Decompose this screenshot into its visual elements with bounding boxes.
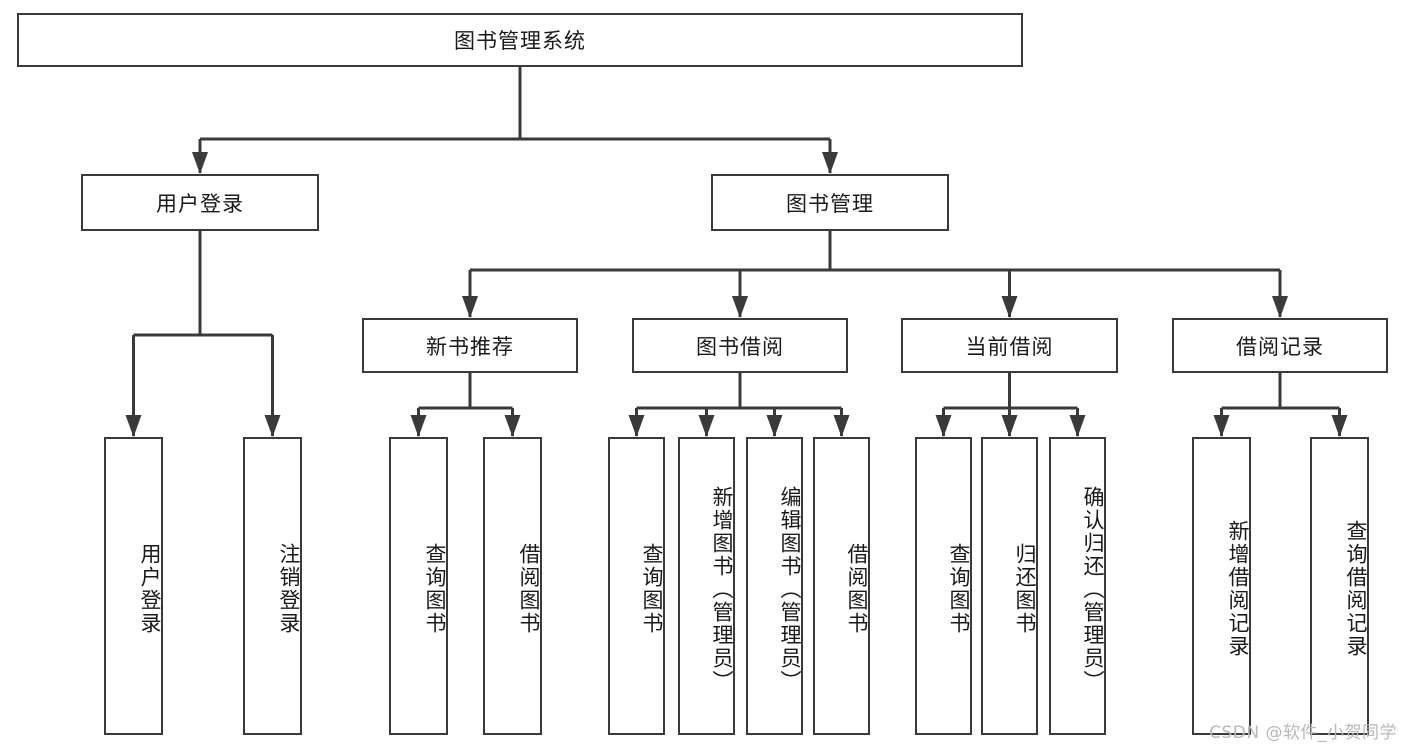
node-label: 确认归还（管理员）	[1081, 485, 1105, 693]
node-leaf-logout[interactable]: 注销登录	[243, 437, 302, 735]
connector-arrowhead	[1331, 415, 1348, 437]
connector-arrowhead	[698, 415, 715, 437]
node-label: 查询图书	[947, 543, 971, 635]
watermark-label: CSDN @软件_小贺同学	[1209, 723, 1397, 743]
node-leaf-query-book-2[interactable]: 查询图书	[608, 437, 665, 735]
node-book-manage[interactable]: 图书管理	[711, 174, 949, 231]
node-label: 用户登录	[156, 191, 244, 216]
node-label: 查询图书	[423, 543, 447, 635]
node-label: 图书管理系统	[454, 29, 586, 53]
node-leaf-query-book-3[interactable]: 查询图书	[915, 437, 972, 735]
node-label: 查询图书	[640, 543, 664, 635]
node-label: 查询借阅记录	[1344, 520, 1368, 658]
node-label: 注销登录	[277, 543, 301, 635]
node-leaf-add-book[interactable]: 新增图书（管理员）	[678, 437, 735, 735]
node-leaf-user-login[interactable]: 用户登录	[104, 437, 163, 735]
connector-arrowhead	[732, 296, 748, 318]
node-label: 归还图书	[1013, 543, 1037, 635]
connector-arrowhead	[833, 415, 850, 437]
node-leaf-borrow-book-1[interactable]: 借阅图书	[483, 437, 542, 735]
node-label: 借阅图书	[845, 543, 869, 635]
node-label: 图书借阅	[696, 334, 784, 359]
node-new-book-rec[interactable]: 新书推荐	[362, 318, 578, 373]
node-leaf-add-record[interactable]: 新增借阅记录	[1192, 437, 1251, 735]
node-label: 图书管理	[786, 191, 874, 216]
connector-arrowhead	[822, 152, 838, 174]
connector-arrowhead	[628, 415, 645, 437]
connector-arrowhead	[1001, 296, 1018, 318]
node-label: 新书推荐	[426, 334, 514, 359]
node-label: 用户登录	[138, 543, 162, 635]
node-label: 借阅图书	[517, 543, 541, 635]
node-label: 借阅记录	[1236, 334, 1324, 359]
connector-arrowhead	[410, 415, 427, 437]
node-borrow-record[interactable]: 借阅记录	[1172, 318, 1388, 373]
connector-arrowhead	[192, 152, 208, 174]
node-user-login[interactable]: 用户登录	[81, 174, 319, 231]
node-current-borrow[interactable]: 当前借阅	[901, 318, 1118, 373]
connector-arrowhead	[504, 415, 521, 437]
node-leaf-query-record[interactable]: 查询借阅记录	[1310, 437, 1369, 735]
node-label: 新增借阅记录	[1226, 520, 1250, 658]
connector-arrowhead	[766, 415, 783, 437]
node-label: 新增图书（管理员）	[710, 485, 734, 693]
connector-arrowhead	[1272, 296, 1288, 318]
node-leaf-confirm-return[interactable]: 确认归还（管理员）	[1049, 437, 1106, 735]
node-leaf-borrow-book-2[interactable]: 借阅图书	[813, 437, 870, 735]
connector-arrowhead	[935, 415, 952, 437]
connector-arrowhead	[1001, 415, 1018, 437]
connector-arrowhead	[1213, 415, 1230, 437]
node-leaf-edit-book[interactable]: 编辑图书（管理员）	[746, 437, 803, 735]
connector-arrowhead	[462, 296, 478, 318]
node-root[interactable]: 图书管理系统	[17, 13, 1023, 67]
connector-arrowhead	[264, 415, 281, 437]
node-leaf-return-book[interactable]: 归还图书	[981, 437, 1038, 735]
connector-arrowhead	[125, 415, 142, 437]
node-leaf-query-book-1[interactable]: 查询图书	[389, 437, 448, 735]
node-label: 当前借阅	[965, 334, 1054, 359]
node-book-borrow[interactable]: 图书借阅	[632, 318, 848, 373]
connector-arrowhead	[1069, 415, 1086, 437]
node-label: 编辑图书（管理员）	[778, 485, 802, 693]
